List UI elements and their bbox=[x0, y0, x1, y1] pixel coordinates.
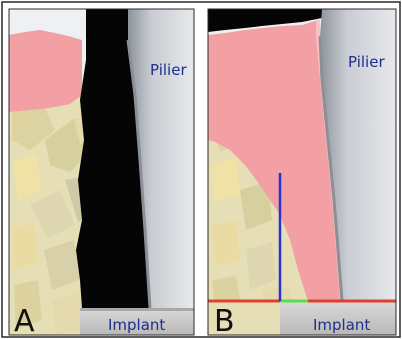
panel-a-implant-label: Implant bbox=[108, 316, 165, 334]
panel-a-label: A bbox=[14, 304, 35, 339]
panel-a-abutment-label: Pilier bbox=[150, 61, 187, 79]
panel-b-abutment-label: Pilier bbox=[348, 53, 385, 71]
panel-b-implant-label: Implant bbox=[313, 316, 370, 334]
panel-b-label: B bbox=[214, 304, 235, 339]
panel-a bbox=[9, 9, 194, 335]
panel-a-gum bbox=[9, 30, 82, 112]
